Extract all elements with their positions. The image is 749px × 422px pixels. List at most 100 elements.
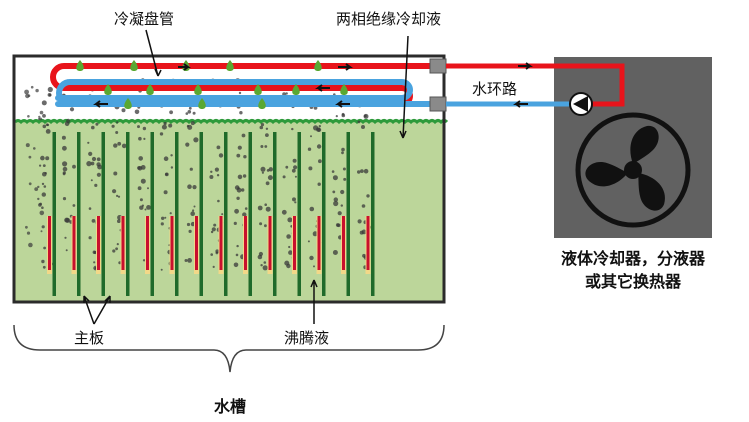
boiling-leader	[310, 279, 318, 324]
arrow-icon	[315, 84, 330, 92]
bubble	[318, 125, 321, 128]
server-board	[101, 132, 105, 296]
server-boards	[47, 132, 375, 296]
bubble	[241, 133, 246, 138]
bubble	[39, 110, 44, 115]
bubble	[64, 236, 67, 239]
bubble	[260, 123, 265, 127]
bubble	[259, 125, 264, 130]
arrow-icon	[178, 63, 191, 71]
bubble	[139, 205, 144, 210]
bubble	[260, 264, 263, 267]
bubble	[187, 258, 193, 263]
water-loop	[446, 62, 625, 116]
bubble	[169, 110, 174, 115]
bubble	[142, 259, 146, 262]
droplet-icon	[198, 98, 206, 109]
bubble	[169, 212, 172, 215]
bubble	[35, 88, 39, 93]
bubble	[139, 198, 143, 202]
droplet-icon	[340, 84, 348, 95]
cold-pipe-fitting	[429, 96, 447, 112]
hot-pipe	[50, 63, 436, 107]
bubble	[45, 129, 51, 134]
bubble	[39, 202, 42, 206]
tank	[12, 54, 449, 304]
chip	[317, 216, 321, 270]
bubble	[236, 153, 241, 158]
bubble	[134, 109, 140, 115]
chip	[195, 216, 198, 270]
bubble	[266, 169, 270, 172]
bubble	[214, 167, 219, 172]
bubble	[42, 124, 47, 129]
bubble	[72, 204, 76, 207]
bubble	[340, 204, 343, 207]
bubble	[25, 225, 28, 229]
arrow-icon	[518, 62, 533, 70]
coil-label: 冷凝盘管	[114, 10, 174, 28]
bubble	[117, 195, 121, 198]
bubble	[62, 171, 66, 175]
server-board	[52, 132, 56, 296]
bubble	[210, 170, 213, 173]
bubble	[65, 249, 68, 252]
bubble	[332, 190, 336, 194]
droplet-icon	[146, 84, 154, 95]
bubble	[116, 194, 119, 197]
droplet-icon	[258, 98, 266, 109]
bubble	[243, 155, 247, 159]
droplet-icon	[194, 84, 202, 95]
chip	[146, 216, 149, 270]
droplet-icon	[254, 84, 262, 95]
bubble	[212, 265, 215, 268]
bubble	[138, 156, 143, 161]
bubble	[238, 91, 242, 95]
bubble	[286, 234, 291, 239]
bubble	[41, 259, 45, 264]
bubble	[164, 172, 169, 177]
bubble	[163, 190, 168, 195]
bubble	[160, 222, 164, 226]
bubble	[357, 170, 361, 174]
bubble	[210, 253, 213, 256]
bubble	[336, 223, 341, 228]
bubble	[116, 121, 119, 124]
tank-label: 水槽	[214, 397, 246, 416]
bubble	[366, 194, 370, 198]
bubble	[61, 135, 66, 140]
bubble	[27, 115, 30, 118]
droplet-icon	[292, 84, 300, 95]
cold-pipe-loop	[56, 79, 402, 107]
bubble	[91, 125, 95, 130]
bubble	[140, 178, 146, 184]
bubble	[117, 219, 121, 223]
fan-icon	[575, 112, 691, 228]
bubble	[193, 205, 196, 208]
droplet-icon	[124, 98, 132, 109]
arrow-icon	[335, 100, 350, 108]
bubble	[43, 185, 47, 188]
bubble	[317, 182, 321, 186]
bubble	[161, 216, 165, 220]
bubble	[192, 209, 195, 212]
bubble	[137, 125, 140, 129]
bubble	[218, 153, 224, 158]
bubble	[234, 185, 240, 190]
bubble	[360, 169, 364, 174]
chip	[97, 216, 100, 270]
bubble	[115, 131, 119, 134]
bubble	[96, 162, 101, 167]
water-loop-hot-line	[446, 63, 625, 107]
bubble	[62, 166, 68, 172]
droplet-icon	[130, 60, 138, 71]
bubble	[288, 245, 291, 249]
bubble	[93, 261, 96, 264]
bubble	[215, 249, 219, 253]
bubble	[186, 124, 190, 128]
bubble	[258, 251, 263, 257]
bubble	[259, 222, 263, 226]
pump-icon	[569, 92, 593, 116]
bubble	[161, 124, 167, 130]
boards-label: 主板	[74, 329, 104, 347]
